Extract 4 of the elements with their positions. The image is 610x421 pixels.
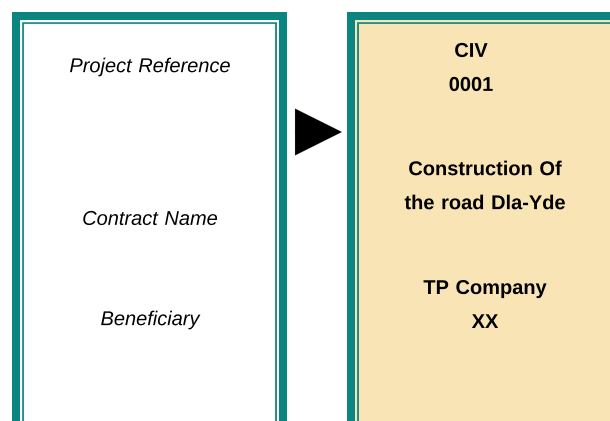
box-text: Contract Name <box>83 210 218 226</box>
arrow <box>294 108 342 156</box>
box-text: Project Reference <box>70 58 230 76</box>
box-text: Beneficiary <box>101 310 200 330</box>
